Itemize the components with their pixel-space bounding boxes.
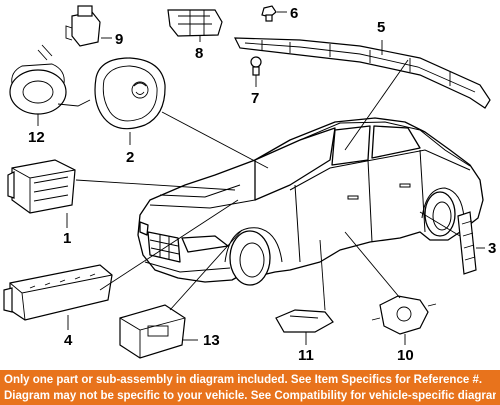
callout-9: 9 [115,31,123,48]
airbag-parts-diagram: 1 2 3 4 5 6 7 8 9 10 11 12 13 [3,5,496,364]
callout-2: 2 [126,149,134,166]
disclaimer-line-2: Diagram may not be specific to your vehi… [4,390,496,402]
part-2-driver-airbag [94,57,166,145]
callout-8: 8 [195,45,203,62]
part-8-bracket [167,9,223,42]
callout-labels: 1 2 3 4 5 6 7 8 9 10 11 12 13 [28,5,496,364]
callout-13: 13 [203,332,220,349]
part-1-passenger-airbag [7,159,76,228]
callout-4: 4 [64,332,73,349]
part-3-side-sensor [457,211,485,275]
callout-11: 11 [298,347,314,364]
part-5-curtain-airbag [234,37,491,109]
callout-6: 6 [290,5,298,22]
callout-1: 1 [63,230,71,247]
callout-7: 7 [251,90,259,107]
part-4-knee-airbag [3,264,113,330]
callout-5: 5 [377,19,385,36]
callout-3: 3 [488,240,496,257]
part-13-control-module [119,304,198,359]
disclaimer-banner: Only one part or sub-assembly in diagram… [0,370,500,405]
leader-lines [75,59,461,311]
part-12-clockspring [9,44,91,126]
part-10-impact-sensor [371,295,437,345]
part-11-sensor [275,309,334,345]
part-6-bolt [261,5,287,22]
part-9-connector [65,5,112,47]
part-7-fastener [250,56,262,87]
car-illustration [137,117,484,286]
disclaimer-line-1: Only one part or sub-assembly in diagram… [4,374,483,386]
callout-12: 12 [28,129,45,146]
callout-10: 10 [397,347,414,364]
